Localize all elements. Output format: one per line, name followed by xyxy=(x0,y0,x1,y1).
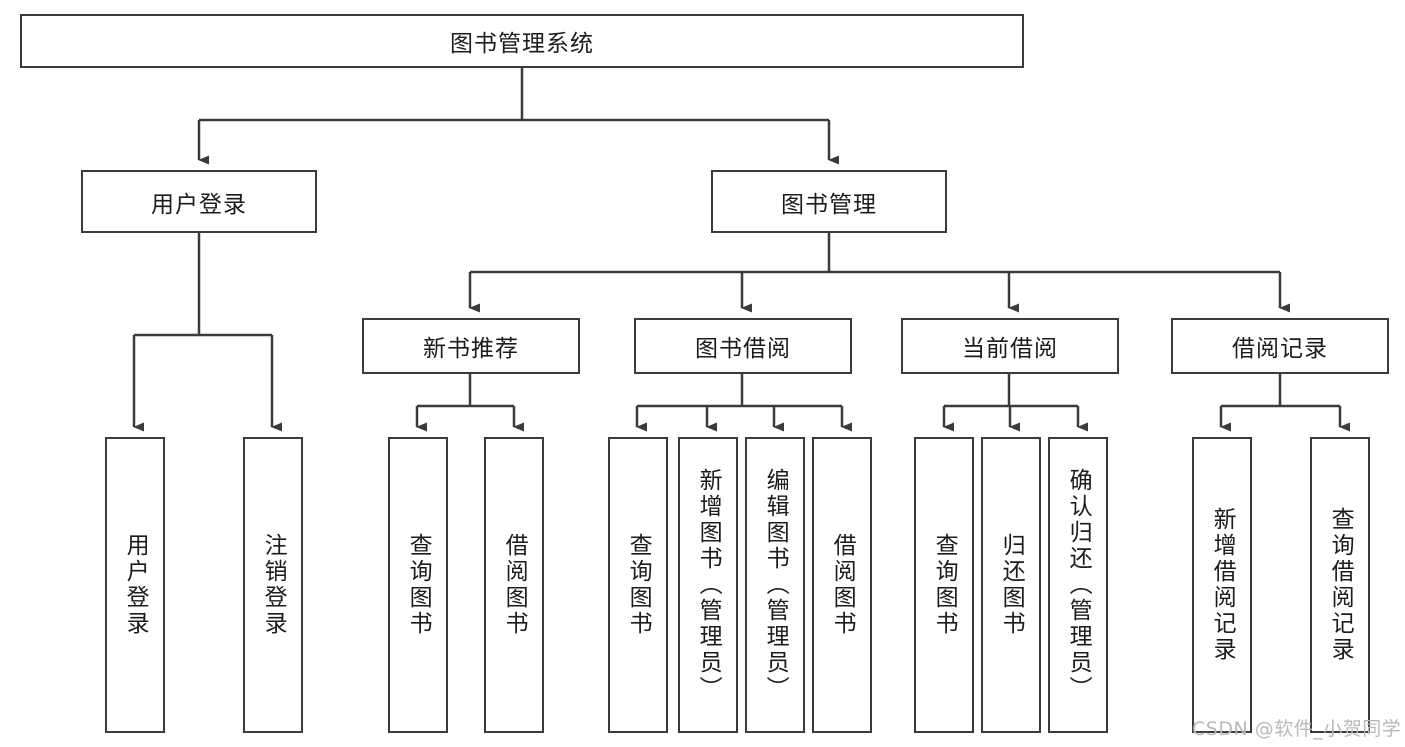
node-new-book-recommend-label: 新书推荐 xyxy=(423,336,519,362)
leaf-add-book-admin[interactable]: 新增图书（管理员） xyxy=(678,437,738,733)
leaf-query-book-current[interactable]: 查询图书 xyxy=(914,437,974,733)
leaf-return-book[interactable]: 归还图书 xyxy=(981,437,1041,733)
node-current-borrow[interactable]: 当前借阅 xyxy=(901,318,1119,374)
leaf-query-book-borrow[interactable]: 查询图书 xyxy=(608,437,668,733)
node-root[interactable]: 图书管理系统 xyxy=(20,14,1024,68)
node-borrow-record-label: 借阅记录 xyxy=(1232,336,1328,362)
leaf-query-book-recommend[interactable]: 查询图书 xyxy=(388,437,448,733)
node-user-login[interactable]: 用户登录 xyxy=(81,170,317,233)
node-current-borrow-label: 当前借阅 xyxy=(962,336,1058,362)
leaf-confirm-return-admin-label: 确认归还（管理员） xyxy=(1065,468,1092,702)
leaf-query-book-borrow-label: 查询图书 xyxy=(625,533,652,637)
leaf-add-borrow-record[interactable]: 新增借阅记录 xyxy=(1192,437,1252,733)
watermark-text: CSDN @软件_小贺同学 xyxy=(1192,718,1402,740)
leaf-borrow-book[interactable]: 借阅图书 xyxy=(812,437,872,733)
leaf-edit-book-admin[interactable]: 编辑图书（管理员） xyxy=(745,437,805,733)
leaf-user-login-label: 用户登录 xyxy=(122,533,149,637)
leaf-query-book-recommend-label: 查询图书 xyxy=(405,533,432,637)
leaf-confirm-return-admin[interactable]: 确认归还（管理员） xyxy=(1048,437,1108,733)
leaf-borrow-book-label: 借阅图书 xyxy=(829,533,856,637)
leaf-borrow-book-recommend-label: 借阅图书 xyxy=(501,533,528,637)
leaf-query-book-current-label: 查询图书 xyxy=(931,533,958,637)
node-book-borrow[interactable]: 图书借阅 xyxy=(634,318,852,374)
leaf-add-book-admin-label: 新增图书（管理员） xyxy=(695,468,722,702)
leaf-add-borrow-record-label: 新增借阅记录 xyxy=(1209,507,1236,663)
node-book-management[interactable]: 图书管理 xyxy=(711,170,947,233)
node-user-login-label: 用户登录 xyxy=(151,191,247,218)
node-new-book-recommend[interactable]: 新书推荐 xyxy=(362,318,580,374)
leaf-query-borrow-record-label: 查询借阅记录 xyxy=(1327,507,1354,663)
leaf-query-borrow-record[interactable]: 查询借阅记录 xyxy=(1310,437,1370,733)
node-root-label: 图书管理系统 xyxy=(450,31,594,57)
leaf-user-login[interactable]: 用户登录 xyxy=(105,437,165,733)
leaf-return-book-label: 归还图书 xyxy=(998,533,1025,637)
leaf-edit-book-admin-label: 编辑图书（管理员） xyxy=(762,468,789,702)
node-book-management-label: 图书管理 xyxy=(781,191,877,218)
leaf-user-logout[interactable]: 注销登录 xyxy=(243,437,303,733)
leaf-user-logout-label: 注销登录 xyxy=(260,533,287,637)
node-book-borrow-label: 图书借阅 xyxy=(695,336,791,362)
node-borrow-record[interactable]: 借阅记录 xyxy=(1171,318,1389,374)
leaf-borrow-book-recommend[interactable]: 借阅图书 xyxy=(484,437,544,733)
